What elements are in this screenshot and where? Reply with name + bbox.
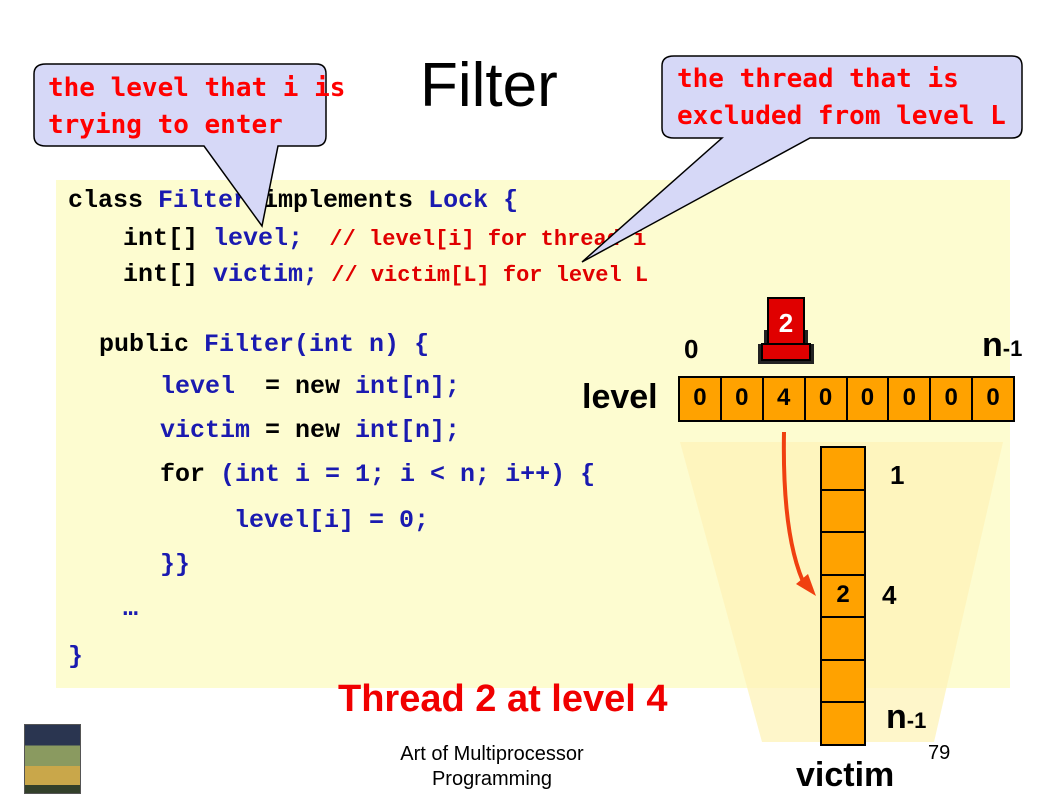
book-cover-image (24, 724, 81, 794)
callout-line: trying to enter (48, 110, 283, 140)
victim-cell (820, 658, 866, 704)
code-token: victim (160, 416, 251, 445)
code-line-11: } (68, 642, 84, 671)
left-callout-bubble (33, 63, 327, 228)
callout-line: excluded from level L (677, 101, 1006, 131)
code-token: Filter (158, 186, 249, 215)
level-cell: 0 (929, 376, 974, 422)
code-line-2: int[] level; // level[i] for thread i (123, 226, 646, 251)
level-index-start: 0 (684, 334, 699, 364)
code-line-7: for (int i = 1; i < n; i++) { (160, 462, 595, 487)
page-number: 79 (928, 742, 951, 764)
victim-cell: 2 (820, 573, 866, 619)
level-index-end: n-1 (982, 326, 1022, 365)
code-token: Lock (428, 186, 489, 215)
footer-line: Programming (431, 768, 553, 790)
victim-index-start: 1 (890, 460, 905, 490)
victim-label: victim (796, 756, 895, 794)
code-token: i = 1; i < n; i++) { (295, 460, 596, 489)
index-n: n (982, 326, 1003, 364)
code-token: (int (220, 460, 296, 489)
level-cell: 0 (887, 376, 932, 422)
index-n: n (886, 698, 907, 736)
callout-line: the thread that is (677, 64, 959, 94)
level-to-victim-arrow (781, 431, 808, 589)
level-label: level (582, 378, 658, 416)
code-token: = new (235, 372, 356, 401)
victim-cell (820, 616, 866, 661)
code-token: int[] (123, 224, 214, 253)
slide-title: Filter (420, 51, 558, 120)
level-cell: 0 (719, 376, 764, 422)
thread-caption: Thread 2 at level 4 (338, 678, 668, 720)
thread-badge: 2 (778, 308, 794, 338)
level-cell: 0 (803, 376, 848, 422)
level-cell: 4 (761, 376, 806, 422)
victim-index-end: n-1 (886, 698, 926, 737)
code-token: level; (213, 224, 304, 253)
code-token: class (68, 186, 159, 215)
code-token: public (99, 330, 205, 359)
victim-array: 2 (820, 446, 866, 746)
code-token: int[] (123, 260, 214, 289)
level-cell: 0 (678, 376, 722, 422)
victim-cell (820, 488, 866, 534)
code-line-8: level[i] = 0; (234, 506, 430, 535)
victim-cell (820, 531, 866, 576)
code-token: = new (250, 416, 356, 445)
level-cell: 0 (971, 376, 1015, 422)
index-sub: -1 (1002, 336, 1023, 361)
code-line-1: class Filter implements Lock { (68, 188, 518, 213)
level-cell: 0 (845, 376, 890, 422)
code-line-3: int[] victim; // victim[L] for level L (123, 262, 648, 287)
victim-cell (820, 701, 866, 746)
code-line-5: level = new int[n]; (160, 374, 460, 399)
code-token: { (488, 186, 519, 215)
victim-cell (820, 446, 866, 491)
arrow-head (796, 574, 816, 596)
code-token: implements (248, 186, 429, 215)
code-line-4: public Filter(int n) { (99, 332, 429, 357)
code-token: victim; (213, 260, 319, 289)
code-line-6: victim = new int[n]; (160, 418, 460, 443)
victim-index-mid: 4 (882, 580, 897, 610)
right-callout-bubble (581, 55, 1023, 263)
code-line-10: … (123, 594, 139, 623)
callout-line: the level that i is (48, 73, 346, 103)
index-sub: -1 (906, 708, 927, 733)
code-token: int[n]; (355, 372, 461, 401)
right-callout-text: the thread that is excluded from level L (677, 61, 1006, 135)
left-callout-text: the level that i is trying to enter (48, 70, 345, 144)
code-token: Filter(int n) { (204, 330, 430, 359)
code-token: int[n]; (355, 416, 461, 445)
thread-token-icon (758, 297, 814, 364)
code-token: for (160, 460, 221, 489)
footer-line: Art of Multiprocessor (400, 743, 584, 765)
code-token: level (160, 372, 236, 401)
code-comment: // victim[L] for level L (318, 263, 649, 288)
code-line-9: }} (160, 550, 191, 579)
